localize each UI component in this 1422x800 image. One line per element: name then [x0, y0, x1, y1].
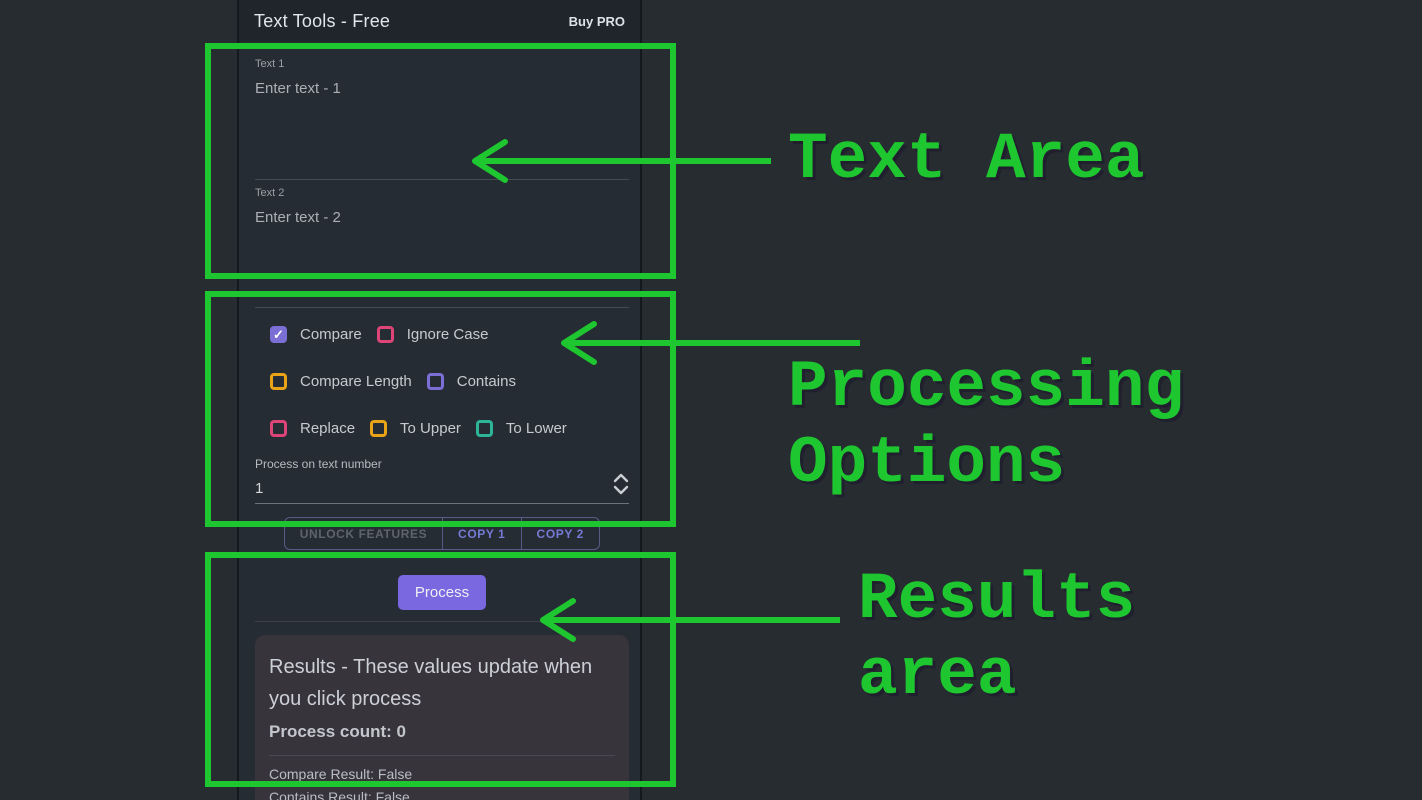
text1-label: Text 1	[255, 58, 285, 70]
replace-label: Replace	[300, 419, 356, 437]
number-stepper	[610, 473, 632, 495]
to-upper-label: To Upper	[400, 419, 461, 437]
text-tools-app-window: Text Tools - Free Buy PRO Text 1 Enter t…	[237, 0, 642, 800]
text2-underline	[255, 307, 629, 308]
process-count: Process count: 0	[269, 722, 615, 742]
results-title: Results - These values update when you c…	[269, 656, 593, 710]
buy-pro-button[interactable]: Buy PRO	[568, 13, 625, 29]
copy1-button[interactable]: COPY 1	[442, 518, 521, 549]
compare-label: Compare	[300, 325, 362, 343]
processing-callout-line1: Processing	[788, 350, 1185, 425]
stepper-up-icon[interactable]	[613, 473, 629, 483]
options-row-3: Replace To Upper To Lower	[270, 419, 582, 437]
copy2-button[interactable]: COPY 2	[520, 518, 600, 549]
text2-label: Text 2	[255, 187, 285, 199]
process-on-label: Process on text number	[255, 457, 382, 471]
checkbox-contains[interactable]	[426, 372, 444, 390]
process-on-input[interactable]: 1	[255, 480, 264, 497]
unlock-features-button[interactable]: UNLOCK FEATURES	[299, 526, 428, 541]
contains-label: Contains	[456, 372, 516, 390]
results-top-divider	[255, 621, 629, 622]
compare-result-line: Compare Result: False	[269, 766, 413, 782]
options-row-1: ✓ Compare Ignore Case	[270, 325, 503, 343]
text2-input[interactable]: Enter text - 2	[255, 209, 341, 226]
checkbox-compare[interactable]: ✓	[270, 325, 287, 343]
contains-result-line: Contains Result: False	[269, 789, 410, 800]
process-button[interactable]: Process	[398, 575, 486, 610]
checkmark-icon: ✓	[273, 326, 284, 342]
results-callout-line1: Results	[858, 562, 1136, 637]
ignore-case-label: Ignore Case	[406, 325, 489, 343]
checkbox-replace[interactable]	[270, 419, 287, 437]
text-area-callout: Text Area	[788, 122, 1144, 198]
process-count-value: 0	[396, 722, 407, 741]
stepper-down-icon[interactable]	[613, 485, 629, 495]
process-count-label: Process count:	[269, 722, 392, 741]
app-title: Text Tools - Free	[254, 10, 391, 31]
results-divider	[269, 755, 615, 756]
results-panel: Results - These values update when you c…	[255, 635, 629, 800]
secondary-button-group: UNLOCK FEATURES COPY 1 COPY 2	[284, 517, 600, 550]
text1-underline	[255, 179, 629, 180]
checkbox-ignore-case[interactable]	[376, 325, 394, 343]
app-toolbar: Text Tools - Free Buy PRO	[239, 0, 640, 42]
compare-length-label: Compare Length	[300, 372, 412, 390]
process-on-underline	[255, 503, 629, 504]
text1-input[interactable]: Enter text - 1	[255, 80, 341, 97]
processing-callout-line2: Options	[788, 426, 1066, 501]
text-area-callout-text: Text Area	[788, 122, 1145, 197]
checkbox-compare-length[interactable]	[270, 372, 287, 390]
to-lower-label: To Lower	[505, 419, 567, 437]
options-row-2: Compare Length Contains	[270, 372, 531, 390]
checkbox-to-lower[interactable]	[475, 419, 493, 437]
checkbox-to-upper[interactable]	[370, 419, 388, 437]
results-callout-line2: area	[858, 638, 1017, 713]
